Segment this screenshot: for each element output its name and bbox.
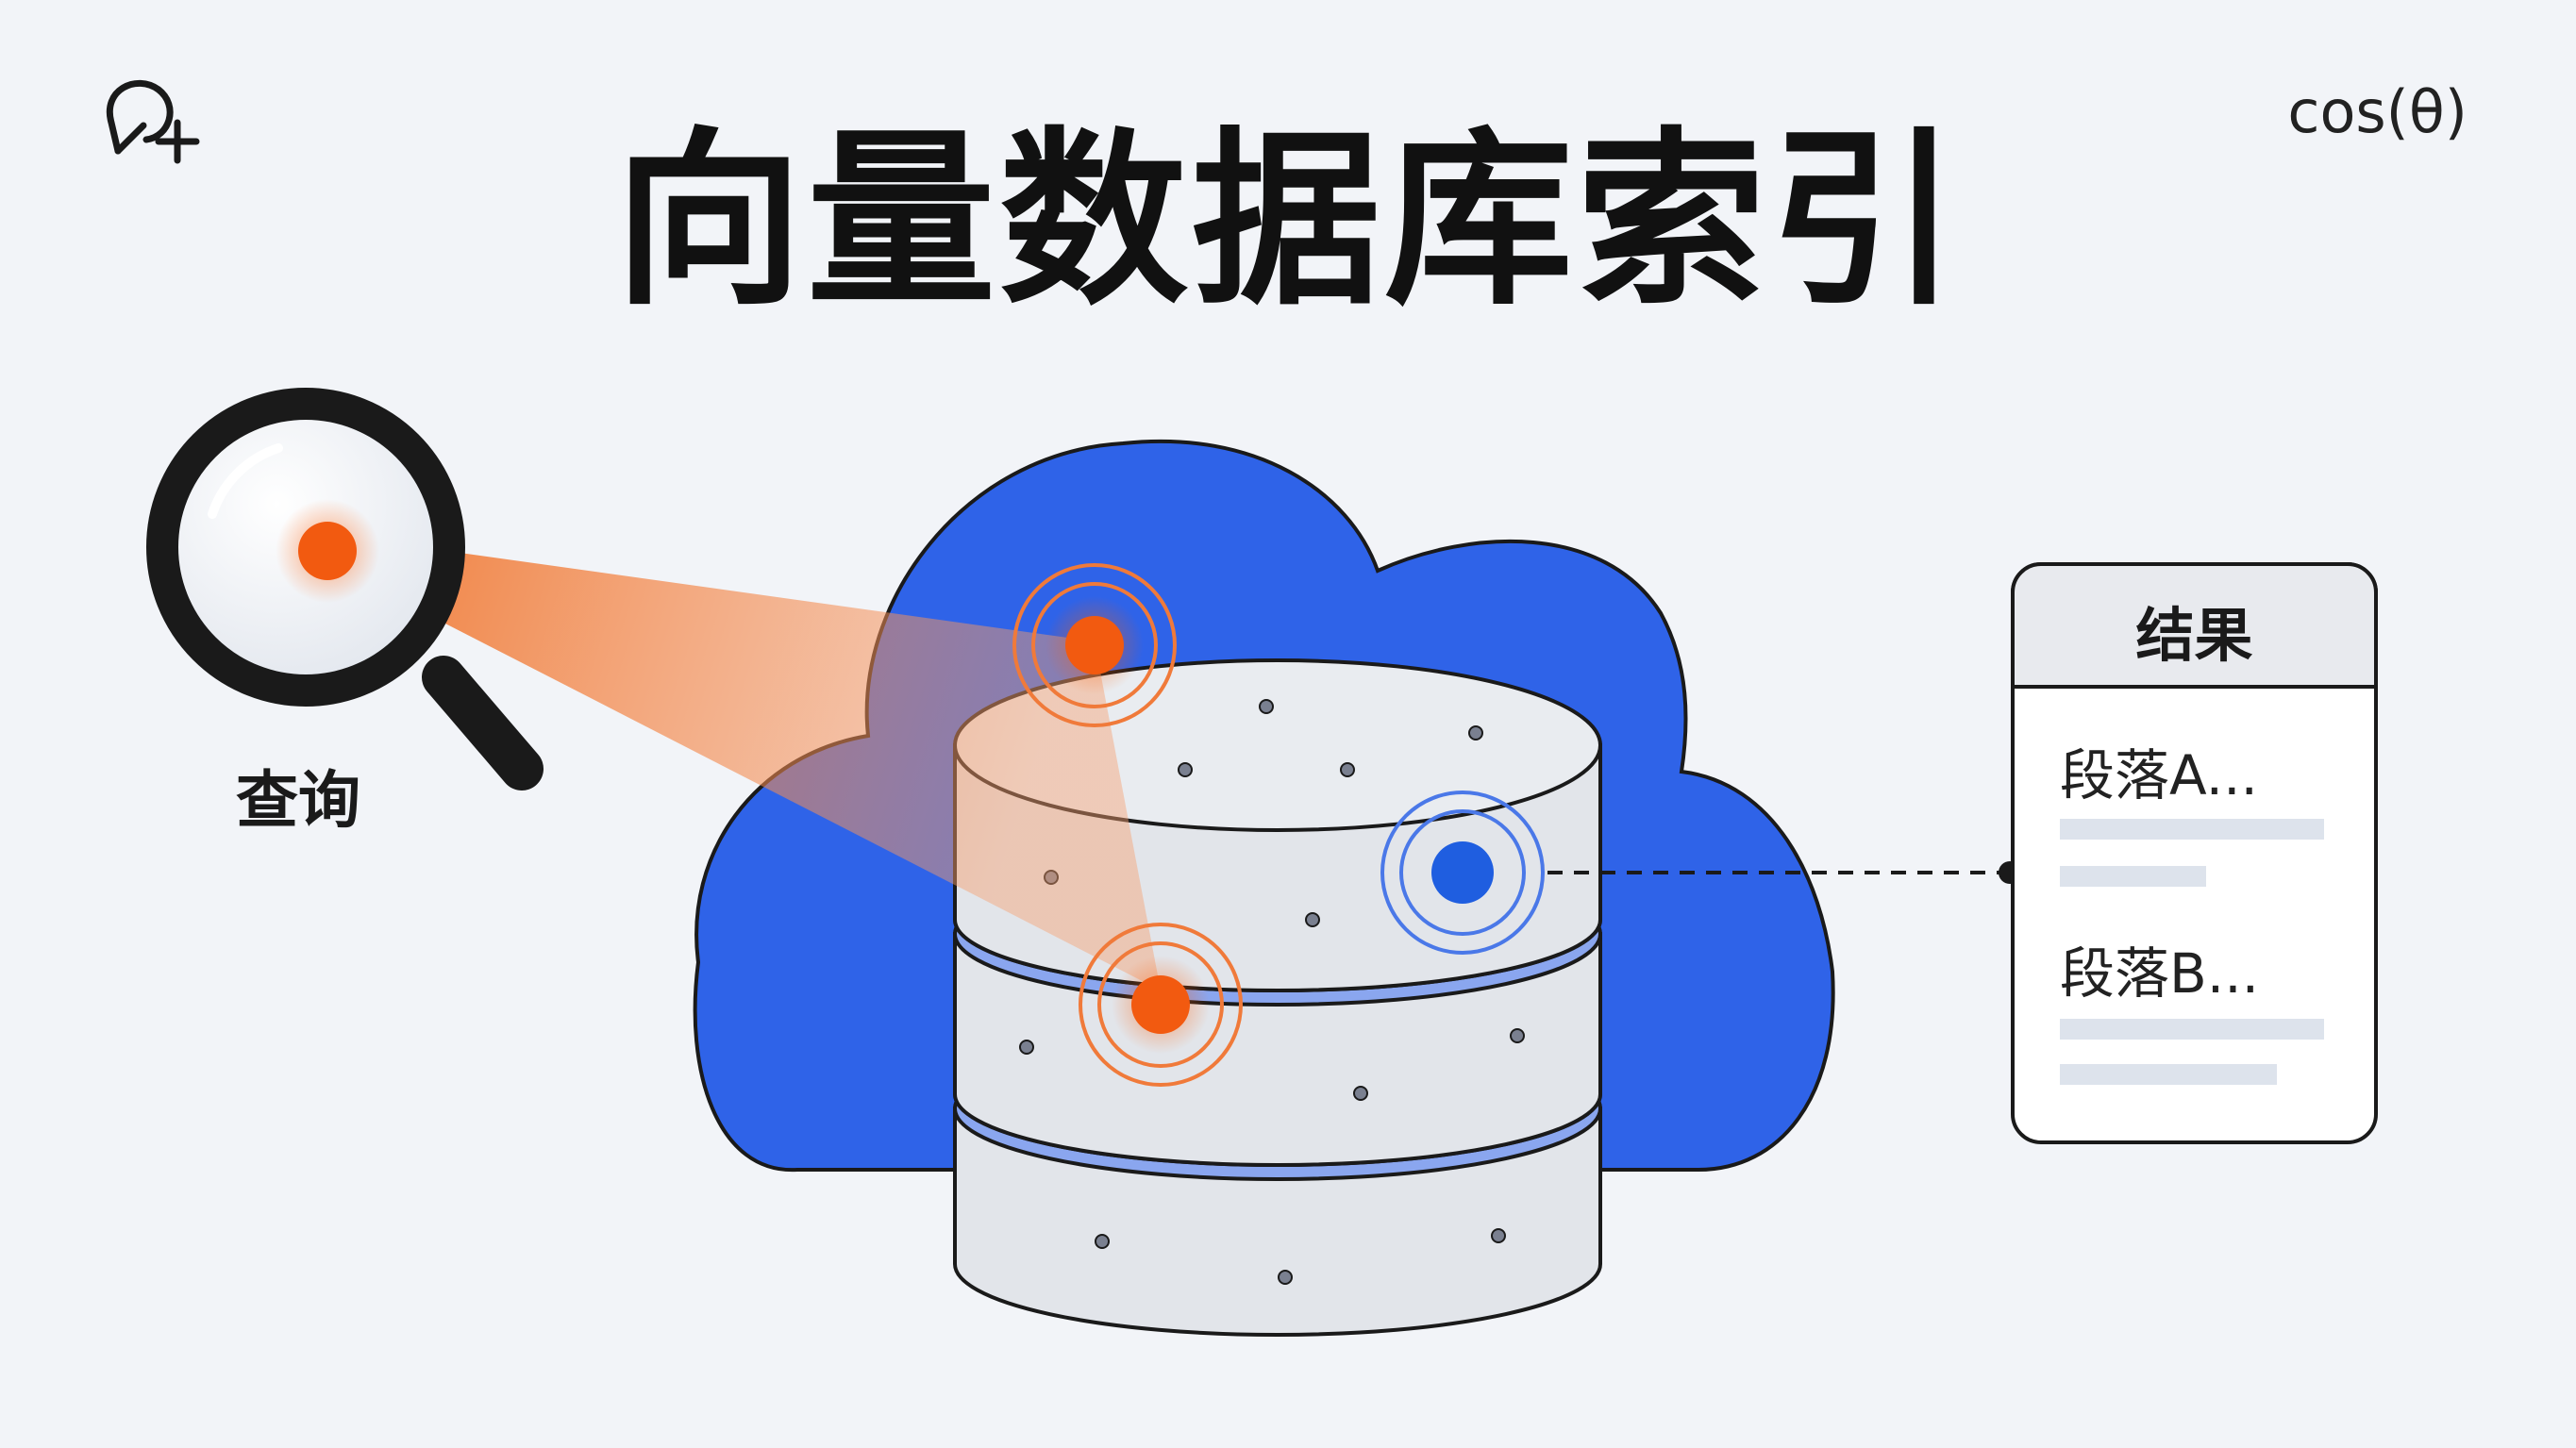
result-item-b: 段落B...: [2060, 941, 2260, 1006]
query-label: 查询: [236, 764, 360, 837]
text-line-placeholder: [2060, 1019, 2324, 1040]
result-card: [2011, 562, 2378, 1144]
magnifier-icon: [146, 388, 544, 791]
text-line-placeholder: [2060, 866, 2206, 887]
page-title: 向量数据库索引: [613, 111, 1962, 331]
vector-points: [1019, 699, 1525, 1285]
blue-match-point: [1380, 791, 1545, 955]
orange-match-middle: [1079, 923, 1243, 1087]
orange-match-top: [1012, 563, 1177, 727]
query-beam: [443, 552, 1161, 990]
result-header: 结果: [2135, 601, 2253, 670]
text-line-placeholder: [2060, 819, 2324, 840]
graph-plus-icon: [106, 79, 200, 164]
text-line-placeholder: [2060, 1064, 2277, 1085]
cosine-formula: cos(θ): [2287, 77, 2467, 146]
result-item-a: 段落A...: [2060, 743, 2258, 807]
